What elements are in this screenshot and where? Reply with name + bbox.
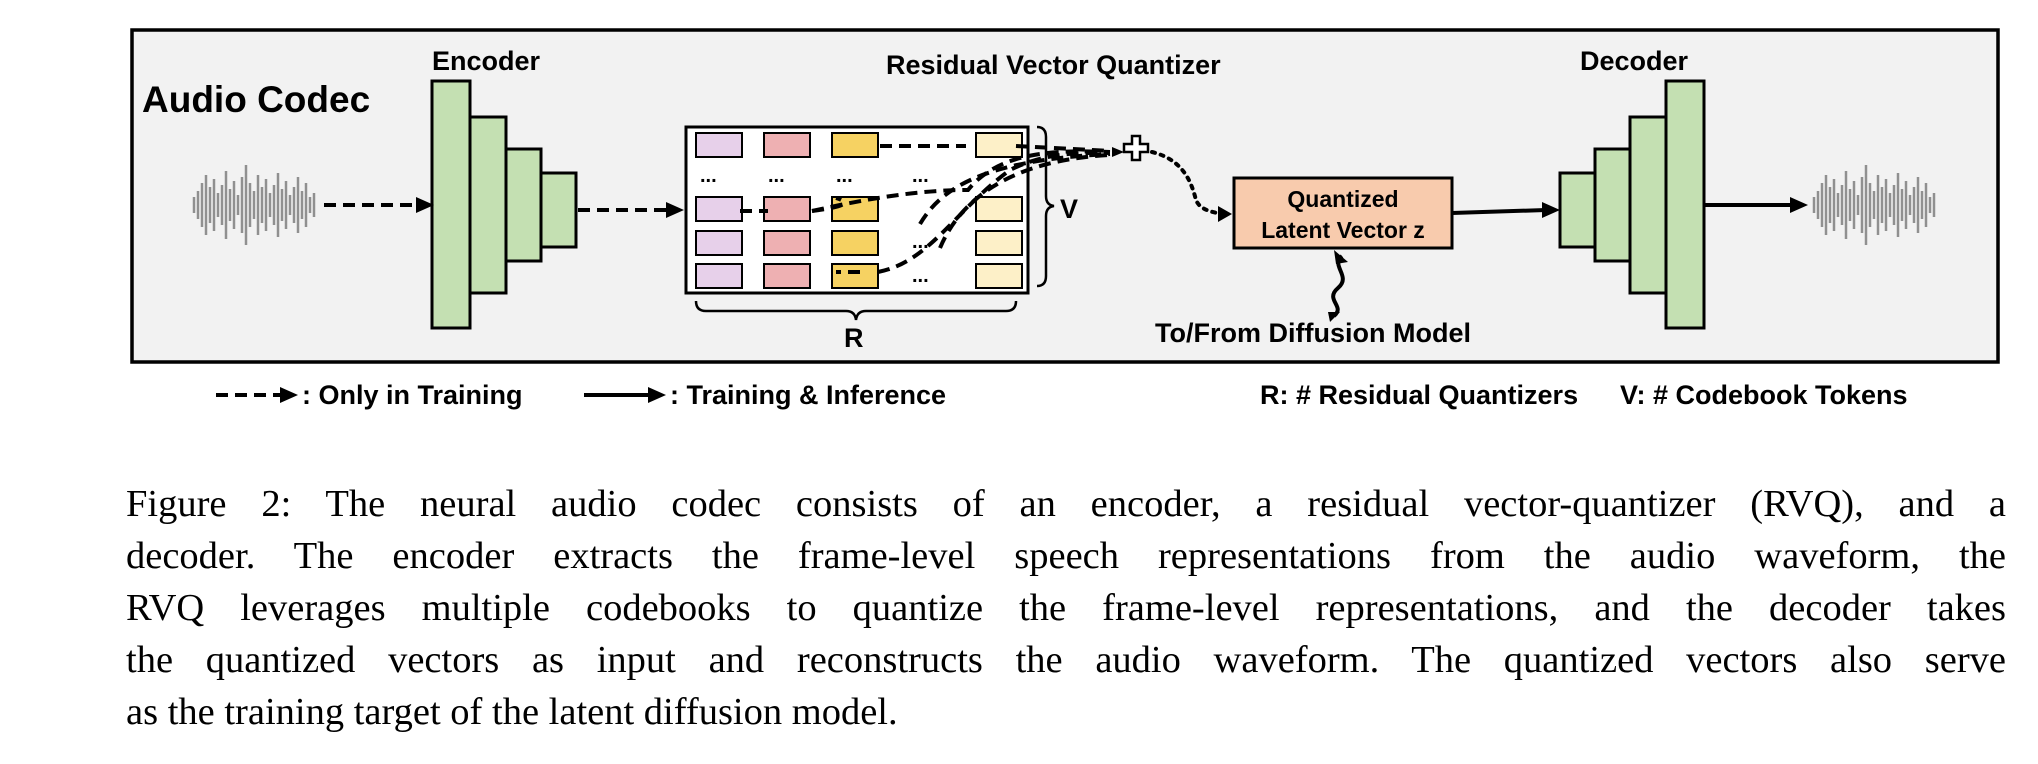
audio-codec-diagram: Audio Codec Encoder Residual Vector Quan… (130, 28, 2000, 410)
codebook-cell (695, 230, 743, 256)
r-brace (694, 300, 1018, 321)
legend-v-definition: V: # Codebook Tokens (1620, 380, 1908, 410)
v-label: V (1060, 194, 1078, 224)
input-waveform (192, 165, 316, 245)
r-label: R (844, 323, 864, 353)
codebook-cell (831, 263, 879, 289)
codebook-cell (975, 230, 1023, 256)
panel-title: Audio Codec (142, 79, 370, 120)
svg-text:...: ... (768, 165, 785, 187)
sum-node (1122, 134, 1150, 162)
quantized-line1: Quantized (1287, 186, 1398, 212)
caption-line-3: RVQ leverages multiple codebooks to quan… (126, 587, 2006, 629)
codebook-cell (831, 230, 879, 256)
codebook-cell (695, 263, 743, 289)
caption-line-5: as the training target of the latent dif… (126, 691, 898, 733)
codebook-cell (975, 132, 1023, 158)
codebook-cells (695, 132, 1023, 289)
svg-text:...: ... (912, 231, 929, 253)
sum-to-latent-arrow (1150, 150, 1224, 216)
rvq-selection-paths (740, 144, 1111, 274)
decoder-block (1558, 79, 1706, 330)
codebook-cell (763, 132, 811, 158)
legend-solid-label: : Training & Inference (670, 380, 946, 410)
codebook-cell (831, 132, 879, 158)
caption-line-2: decoder. The encoder extracts the frame-… (126, 535, 2006, 577)
codebook-cell (695, 196, 743, 222)
quantized-latent-box (1232, 176, 1454, 250)
diffusion-link-arrow (1331, 254, 1345, 318)
latent-to-decoder-arrow (1451, 208, 1547, 215)
encoder-label: Encoder (432, 46, 541, 76)
svg-text:...: ... (836, 165, 853, 187)
codebook-ellipsis: ... ... ... ... ... ... (700, 165, 929, 287)
caption-line-4: the quantized vectors as input and recon… (126, 639, 2006, 681)
codebook-cell (763, 230, 811, 256)
encoder-block (430, 79, 578, 330)
v-brace (1036, 125, 1055, 288)
decoder-label: Decoder (1580, 46, 1689, 76)
codebook-cell (975, 263, 1023, 289)
output-waveform (1812, 165, 1936, 245)
legend: : Only in Training : Training & Inferenc… (216, 380, 1908, 410)
caption-line-1: Figure 2: The neural audio codec consist… (126, 483, 2006, 525)
codebook-cell (695, 132, 743, 158)
svg-text:...: ... (912, 165, 929, 187)
rvq-label: Residual Vector Quantizer (886, 50, 1221, 80)
codebook-cell (763, 196, 811, 222)
diffusion-label: To/From Diffusion Model (1155, 318, 1471, 348)
legend-r-definition: R: # Residual Quantizers (1260, 380, 1578, 410)
svg-text:...: ... (700, 165, 717, 187)
svg-text:...: ... (912, 265, 929, 287)
quantized-line2: Latent Vector z (1261, 217, 1425, 243)
legend-dashed-label: : Only in Training (302, 380, 523, 410)
figure-caption: Figure 2: The neural audio codec consist… (126, 478, 2006, 738)
codebook-cell (975, 196, 1023, 222)
codebook-cell (763, 263, 811, 289)
